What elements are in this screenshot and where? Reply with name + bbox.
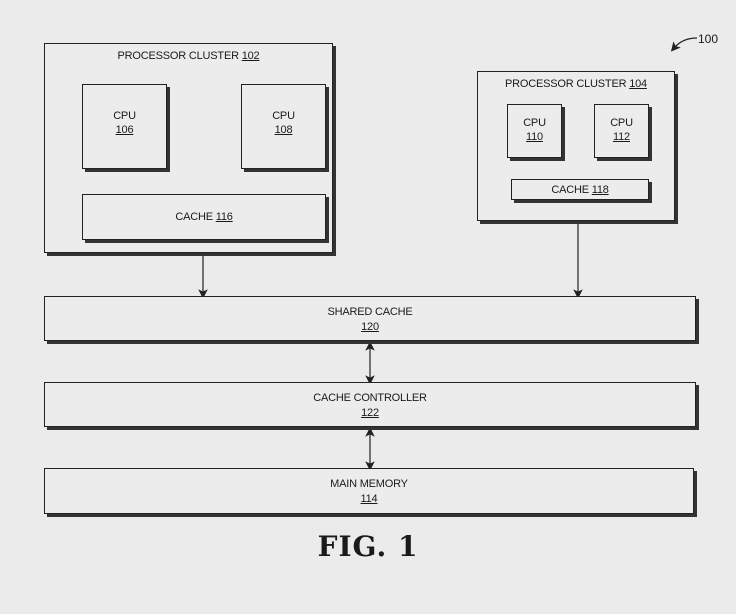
reference-leader-100 [670, 37, 698, 52]
cluster-104-title: PROCESSOR CLUSTER 104 [505, 78, 647, 90]
cpu-108-number: 108 [274, 124, 293, 136]
cluster-102-number: 102 [241, 50, 260, 62]
cpu-108-label: CPU [272, 110, 295, 122]
cpu-110-number: 110 [526, 131, 543, 143]
cache-118-number: 118 [591, 183, 609, 196]
cache-116-number: 116 [215, 211, 233, 223]
main-memory-number: 114 [360, 493, 378, 505]
figure-caption: FIG. 1 [317, 530, 419, 563]
processor-cluster-102: PROCESSOR CLUSTER 102 CPU 106 CPU 108 CA… [44, 43, 333, 253]
cache-118: CACHE 118 [511, 179, 649, 200]
cpu-112: CPU 112 [594, 104, 649, 158]
reference-numeral: 100 [698, 32, 719, 46]
cluster-104-number: 104 [629, 78, 647, 90]
cache-controller-label: CACHE CONTROLLER [313, 392, 427, 404]
shared-cache-number: 120 [361, 321, 379, 333]
cluster-102-title: PROCESSOR CLUSTER 102 [117, 50, 260, 62]
cpu-108: CPU 108 [241, 84, 326, 169]
cache-controller-122: CACHE CONTROLLER 122 [44, 382, 696, 427]
cpu-106: CPU 106 [82, 84, 167, 169]
main-memory-label: MAIN MEMORY [330, 478, 408, 490]
shared-cache-120: SHARED CACHE 120 [44, 296, 696, 341]
cpu-106-number: 106 [115, 124, 134, 136]
main-memory-114: MAIN MEMORY 114 [44, 468, 694, 514]
cache-118-label: CACHE [551, 183, 589, 196]
cpu-112-number: 112 [613, 131, 630, 143]
processor-cluster-104: PROCESSOR CLUSTER 104 CPU 110 CPU 112 CA… [477, 71, 675, 221]
cpu-110: CPU 110 [507, 104, 562, 158]
cpu-106-label: CPU [113, 110, 136, 122]
cache-116-label: CACHE [175, 211, 213, 223]
cache-116: CACHE 116 [82, 194, 326, 240]
cache-controller-number: 122 [361, 407, 379, 419]
cpu-112-label: CPU [610, 117, 633, 129]
cpu-110-label: CPU [523, 117, 546, 129]
shared-cache-label: SHARED CACHE [327, 306, 413, 318]
